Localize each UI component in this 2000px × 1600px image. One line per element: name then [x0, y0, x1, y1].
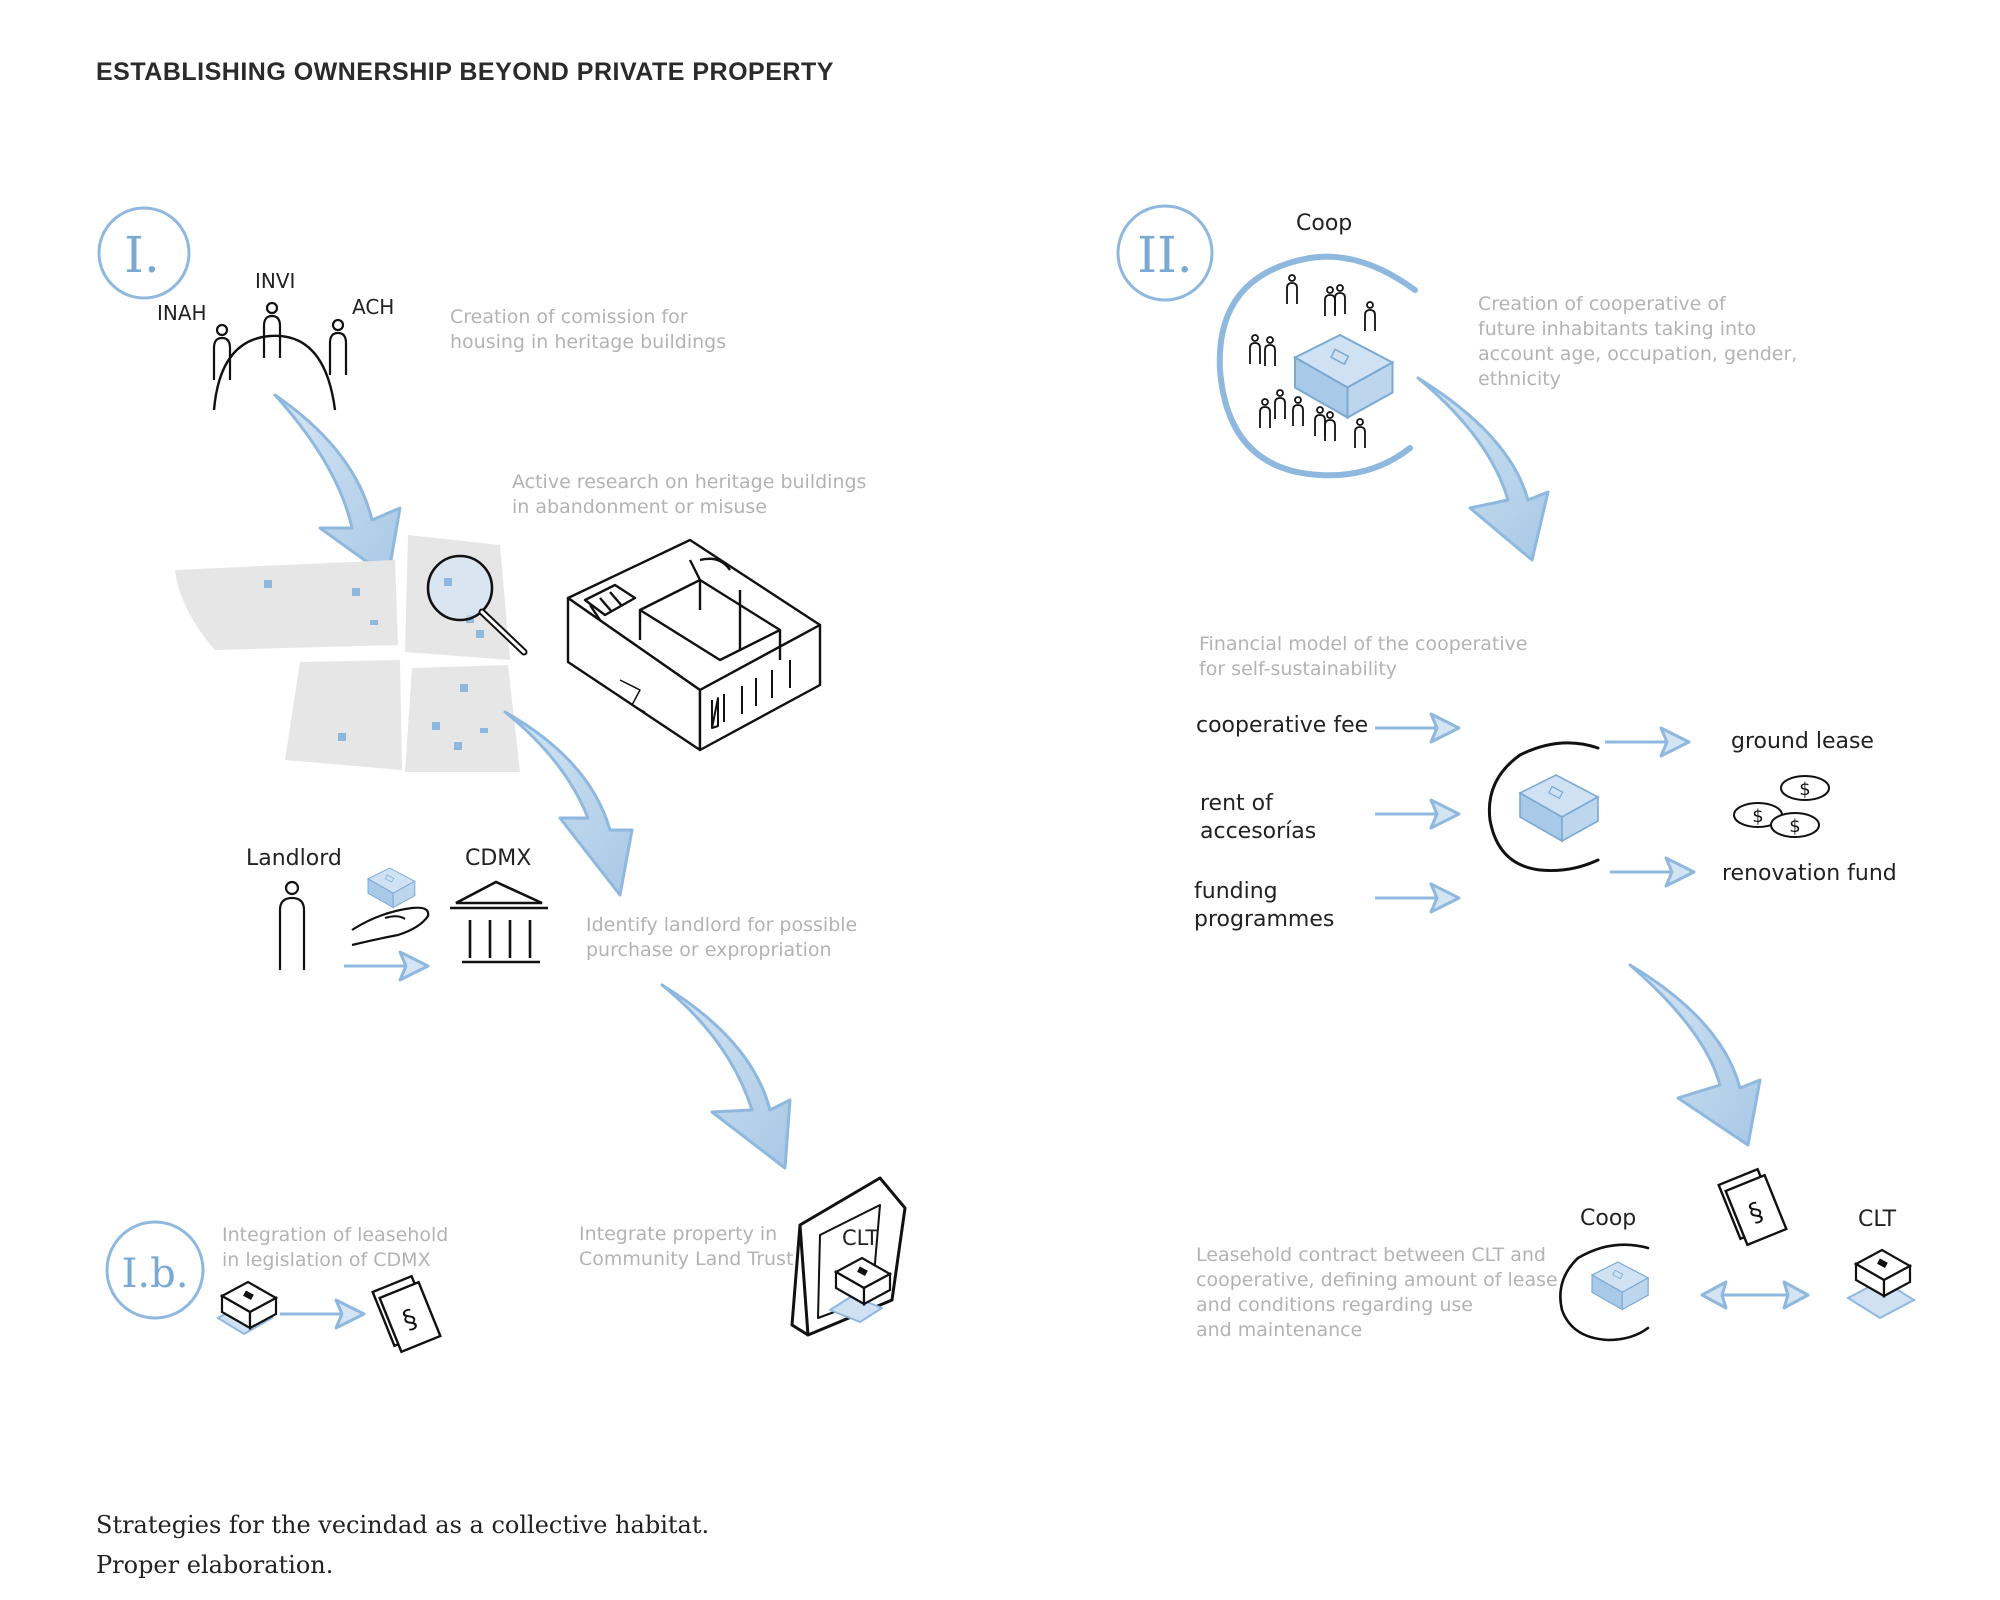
commission-group-icon	[212, 301, 348, 411]
input-arrow-fee	[1373, 712, 1461, 744]
numeral-badge-1b: I.b.	[105, 1220, 205, 1320]
numeral-badge-2: II.	[1116, 204, 1214, 302]
flow-arrow-4	[1416, 376, 1550, 562]
leasehold-block-icon	[216, 1280, 278, 1336]
svg-text:$: $	[1789, 816, 1800, 837]
note-financial: Financial model of the cooperative for s…	[1199, 633, 1528, 680]
output-arrow-renovation	[1608, 856, 1696, 888]
figure-caption: Strategies for the vecindad as a collect…	[96, 1505, 709, 1585]
flow-arrow-2	[503, 710, 634, 897]
cooperative-circle-icon	[1216, 253, 1418, 479]
section-1: I. INAH INVI ACH	[97, 206, 907, 1337]
payment-hand-icon	[351, 867, 430, 947]
cdmx-label: CDMX	[465, 846, 532, 871]
input-arrow-funding	[1373, 882, 1461, 914]
caption-line-1: Strategies for the vecindad as a collect…	[96, 1511, 710, 1539]
input-arrow-rent	[1373, 798, 1461, 830]
coop-small-icon	[1559, 1243, 1650, 1342]
actor-ach: ACH	[352, 295, 394, 319]
note-contract: Leasehold contract between CLT and coope…	[1196, 1244, 1558, 1341]
landlord-to-cdmx-arrow	[342, 950, 430, 982]
actor-inah: INAH	[157, 301, 207, 325]
numeral-1-text: I.	[124, 226, 160, 284]
government-building-icon	[450, 880, 548, 964]
input-rent: rent of accesorías	[1200, 791, 1317, 844]
flow-arrow-3	[660, 983, 792, 1170]
svg-text:$: $	[1799, 779, 1810, 800]
section-1b: I.b.	[105, 1220, 442, 1353]
clt-small-icon	[1845, 1248, 1917, 1320]
flow-arrow-1	[273, 393, 402, 579]
numeral-badge-1: I.	[97, 206, 191, 300]
output-ground-lease: ground lease	[1731, 729, 1874, 754]
note-leasehold: Integration of leasehold in legislation …	[222, 1224, 449, 1271]
contract-icon	[371, 1275, 442, 1353]
clt-book-icon	[790, 1176, 907, 1337]
coop-bottom-label: Coop	[1580, 1206, 1637, 1231]
note-coop: Creation of cooperative of future inhabi…	[1478, 293, 1798, 390]
note-identify: Identify landlord for possible purchase …	[586, 914, 858, 961]
coins-icon: $ $ $	[1733, 775, 1830, 838]
flow-arrow-5	[1628, 963, 1762, 1147]
numeral-1b-text: I.b.	[122, 1251, 189, 1297]
landlord-figure-icon	[278, 880, 306, 970]
clt-bottom-label: CLT	[1858, 1207, 1897, 1232]
section-2: II. $ $ $	[1116, 204, 1917, 1342]
cooperative-fund-icon	[1487, 741, 1600, 872]
output-arrow-lease	[1603, 726, 1691, 758]
page-title: ESTABLISHING OWNERSHIP BEYOND PRIVATE PR…	[96, 58, 834, 86]
input-funding: funding programmes	[1194, 879, 1335, 932]
note-integrate: Integrate property in Community Land Tru…	[579, 1223, 794, 1270]
caption-line-2: Proper elaboration.	[96, 1551, 334, 1579]
actor-invi: INVI	[255, 269, 295, 293]
output-renovation-fund: renovation fund	[1722, 861, 1897, 886]
lease-contract-icon	[1717, 1168, 1788, 1246]
leasehold-arrow	[278, 1298, 366, 1330]
magnifier-icon	[426, 554, 528, 656]
input-cooperative-fee: cooperative fee	[1196, 713, 1369, 738]
clt-book-label: CLT	[842, 1226, 878, 1250]
note-research: Active research on heritage buildings in…	[512, 471, 867, 518]
landlord-label: Landlord	[246, 846, 342, 871]
coop-label: Coop	[1296, 211, 1353, 236]
svg-text:$: $	[1752, 806, 1763, 827]
note-commission: Creation of comission for housing in her…	[450, 306, 727, 353]
bidirectional-arrow	[1700, 1280, 1810, 1310]
numeral-2-text: II.	[1137, 226, 1192, 284]
heritage-building-icon	[566, 538, 822, 752]
